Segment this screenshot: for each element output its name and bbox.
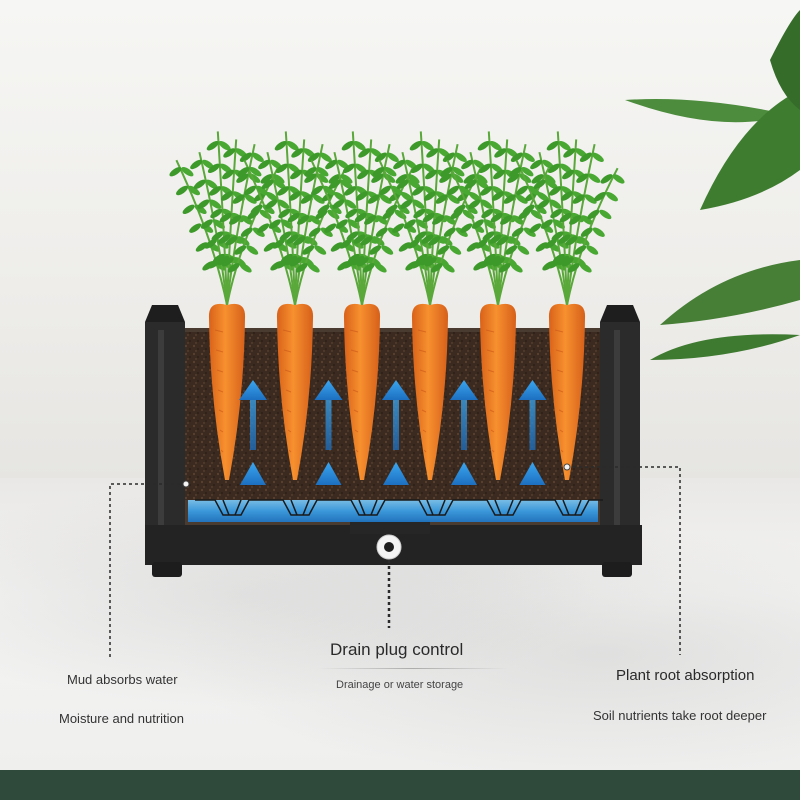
leaf-icon <box>700 90 800 210</box>
leaf-icon <box>304 131 420 306</box>
carrot-icon <box>343 303 381 480</box>
callout-root-absorption-subtitle: Soil nutrients take root deeper <box>593 708 767 723</box>
water-reservoir <box>188 499 603 522</box>
up-arrow-icon <box>382 380 410 485</box>
carrot-icon <box>411 303 449 480</box>
up-arrow-icon <box>314 380 343 485</box>
title-underline <box>318 668 508 669</box>
callout-drain-plug-subtitle: Drainage or water storage <box>336 679 464 691</box>
carrot-icon <box>208 303 246 480</box>
carrot-icon <box>548 303 586 480</box>
leaf-icon <box>650 334 800 360</box>
up-arrow-icon <box>239 380 267 485</box>
callout-lines <box>109 466 681 660</box>
leaf-icon <box>237 131 353 306</box>
callout-moisture-nutrition: Moisture and nutrition <box>59 711 185 726</box>
callout-mud-absorbs-water: Mud absorbs water <box>67 672 178 687</box>
carrot-greens <box>169 131 625 306</box>
leaf-icon <box>625 99 790 123</box>
drain-plug-icon[interactable] <box>376 534 402 560</box>
callout-root-absorption-title: Plant root absorption <box>616 667 755 684</box>
leaf-icon <box>509 131 625 306</box>
carrot-icon <box>276 303 314 480</box>
carrot-icon <box>479 303 517 480</box>
leaf-icon <box>660 260 800 325</box>
leaf-icon <box>169 131 285 306</box>
houseplant-leaves <box>625 10 800 360</box>
callout-drain-plug-title: Drain plug control <box>330 640 464 659</box>
absorption-arrows <box>239 380 547 485</box>
leaf-icon <box>440 131 556 306</box>
leaf-icon <box>770 10 800 110</box>
up-arrow-icon <box>518 380 547 485</box>
bottom-band <box>0 770 800 800</box>
carrots <box>208 303 586 480</box>
up-arrow-icon <box>450 380 478 485</box>
